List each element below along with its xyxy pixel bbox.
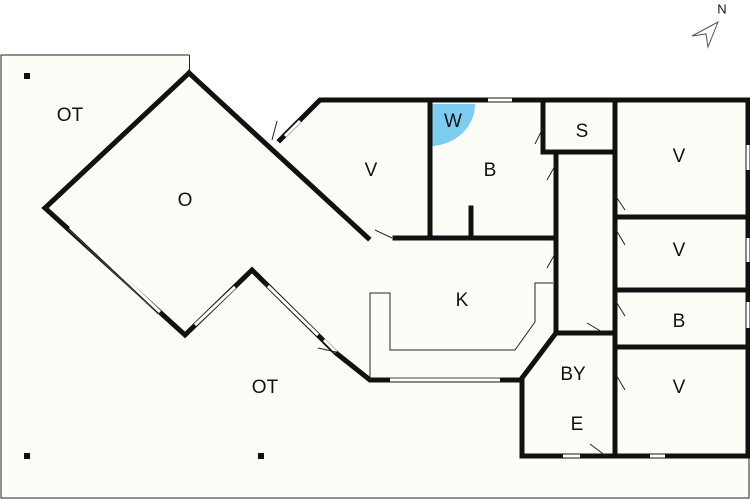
room-label-terrace-s: OT <box>252 377 279 398</box>
room-label-storage: S <box>576 121 589 142</box>
room-label-utility-2: E <box>571 414 584 435</box>
windows <box>67 98 750 458</box>
room-label-bedroom-4: V <box>673 377 686 398</box>
room-label-terrace-nw: OT <box>57 105 84 126</box>
room-label-bedroom-1: V <box>365 160 378 181</box>
north-label: N <box>717 1 726 16</box>
room-label-bath-1: B <box>484 160 497 181</box>
room-label-living: O <box>178 190 193 211</box>
room-label-wc: W <box>444 111 462 132</box>
room-label-bedroom-3: V <box>673 240 686 261</box>
doors <box>271 120 626 457</box>
room-label-bath-2: B <box>673 311 686 332</box>
room-label-bedroom-2: V <box>673 146 686 167</box>
post <box>24 73 30 79</box>
room-label-utility-1: BY <box>560 364 586 385</box>
post <box>24 453 30 459</box>
site-area <box>0 54 750 499</box>
kitchen-counter <box>369 282 553 380</box>
post <box>258 453 264 459</box>
room-label-kitchen: K <box>456 290 469 311</box>
outside-area <box>189 54 750 146</box>
north-arrow-icon <box>691 20 719 49</box>
wc-fixture-icon <box>430 104 475 146</box>
